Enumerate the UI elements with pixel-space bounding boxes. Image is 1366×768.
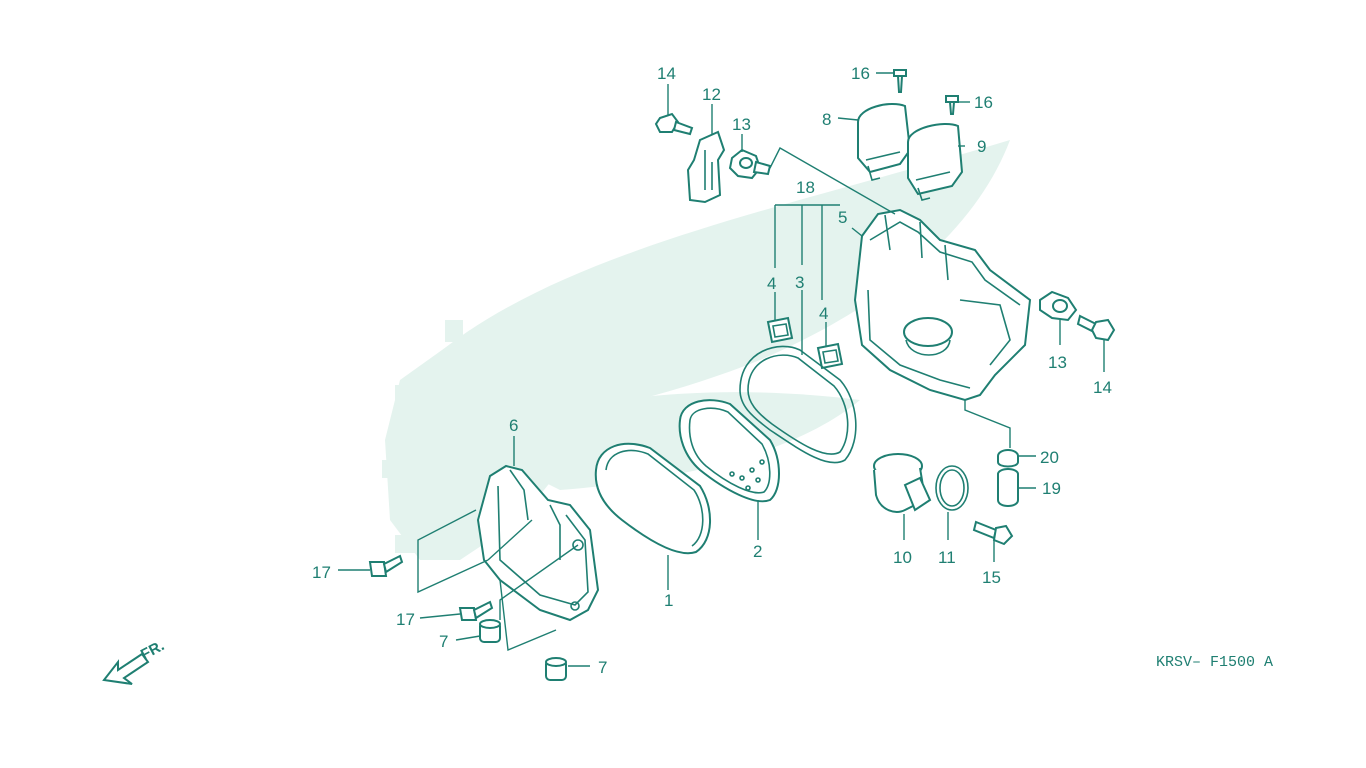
part-14-bolt-upper <box>654 112 694 136</box>
callout-4-left: 4 <box>767 274 776 293</box>
callout-17-upper: 17 <box>312 563 331 582</box>
part-13-grommet-lower <box>1039 290 1078 322</box>
part-7-mount-lower <box>545 657 567 681</box>
callout-19: 19 <box>1042 479 1061 498</box>
part-4-seal-right <box>816 342 844 370</box>
callout-7-upper: 7 <box>439 632 448 651</box>
part-8-cover <box>857 103 912 181</box>
callout-11: 11 <box>938 548 956 567</box>
callout-9: 9 <box>977 137 986 156</box>
callout-5: 5 <box>838 208 847 227</box>
callout-16-right: 16 <box>974 93 993 112</box>
part-10-connecting-tube <box>873 453 932 513</box>
watermark-logo <box>382 140 1010 560</box>
part-16-screw-right <box>945 95 959 115</box>
part-2-element-holder <box>678 399 780 503</box>
callout-15: 15 <box>982 568 1001 587</box>
callout-20: 20 <box>1040 448 1059 467</box>
callout-14-upper: 14 <box>657 64 676 83</box>
callout-6: 6 <box>509 416 518 435</box>
part-6-cover <box>476 464 600 622</box>
callout-1: 1 <box>664 591 673 610</box>
callout-4-right: 4 <box>819 304 828 323</box>
part-17-screw-upper <box>368 554 404 577</box>
callout-2: 2 <box>753 542 762 561</box>
callout-18: 18 <box>796 178 815 197</box>
part-11-band <box>935 465 969 511</box>
callout-8: 8 <box>822 110 831 129</box>
part-14-bolt-lower <box>1076 314 1116 342</box>
part-19-tube <box>997 468 1019 507</box>
callout-13-upper: 13 <box>732 115 751 134</box>
drawing-code: KRSV– F1500 A <box>1156 654 1273 671</box>
callout-16-left: 16 <box>851 64 870 83</box>
callout-12: 12 <box>702 85 721 104</box>
part-7-mount-upper <box>479 619 501 643</box>
part-16-screw-left <box>893 69 907 93</box>
part-17-screw-lower <box>458 600 494 621</box>
part-12-bracket <box>686 130 726 204</box>
front-arrow-icon <box>102 652 150 685</box>
air-cleaner-case <box>853 208 1032 402</box>
part-3-gasket <box>739 345 857 464</box>
part-4-seal-left <box>766 316 794 344</box>
part-15-bolt <box>972 520 1014 546</box>
part-13-grommet-upper <box>728 148 772 180</box>
callout-13-lower: 13 <box>1048 353 1067 372</box>
callout-14-lower: 14 <box>1093 378 1112 397</box>
part-9-cover <box>907 122 964 201</box>
part-1-filter-element <box>594 442 712 555</box>
callout-labels: 1 2 3 4 4 5 6 7 7 8 9 10 11 12 13 13 14 … <box>312 64 1112 677</box>
callout-3: 3 <box>795 273 804 292</box>
front-direction-marker: FR. <box>102 637 167 685</box>
callout-10: 10 <box>893 548 912 567</box>
callout-7-lower: 7 <box>598 658 607 677</box>
leader-lines <box>338 72 1105 667</box>
callout-17-lower: 17 <box>396 610 415 629</box>
part-20-plug <box>997 449 1019 468</box>
